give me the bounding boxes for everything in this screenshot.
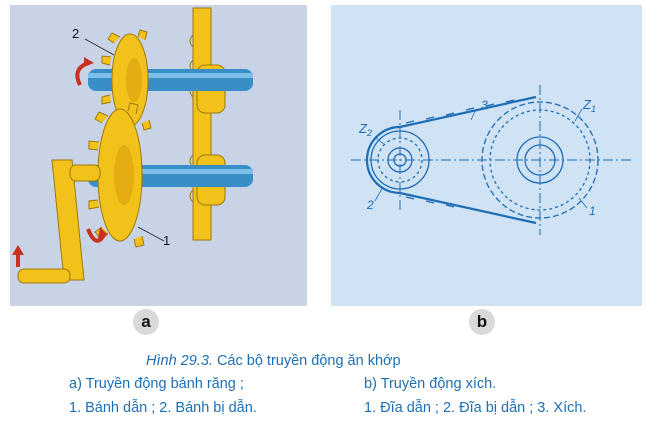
label-driven-gear: 2: [72, 26, 79, 41]
label-chain: 3: [481, 98, 488, 112]
driven-gear-illustration: [101, 29, 152, 131]
chain-drive-drawing: 3 Z1 Z2 2 1: [351, 85, 633, 235]
rotation-arrowheads: [12, 57, 108, 255]
crank-handle: [17, 159, 101, 284]
figure-number: Hình 29.3.: [146, 353, 213, 369]
driven-sprocket: [370, 130, 430, 190]
figure-b-badge: b: [469, 309, 495, 335]
driving-gear-illustration: [88, 102, 145, 248]
gear-drive-drawing: 2 1: [12, 7, 253, 284]
label-driving-sprocket: 1: [589, 204, 596, 218]
caption-a-title: a) Truyền động bánh răng ;: [69, 376, 244, 392]
chain-links: [405, 99, 515, 208]
caption-b-title: b) Truyền động xích.: [364, 376, 497, 392]
chain-drive-illustration: 3 Z1 Z2 2 1: [331, 5, 642, 306]
driving-sprocket: [481, 101, 599, 219]
caption-a-items: 1. Bánh dẫn ; 2. Bánh bị dẫn.: [69, 400, 257, 416]
figure-caption-title: Hình 29.3. Các bộ truyền động ăn khớp: [146, 353, 401, 369]
frame-plate: [189, 7, 226, 241]
label-driving-gear: 1: [163, 233, 170, 248]
label-z1: Z1: [582, 97, 596, 114]
figure-a-badge: a: [133, 309, 159, 335]
chain: [365, 95, 537, 225]
caption-b-items: 1. Đĩa dẫn ; 2. Đĩa bị dẫn ; 3. Xích.: [364, 400, 587, 416]
leader-lines: [374, 108, 588, 209]
gear-drive-illustration: 2 1: [10, 5, 307, 306]
label-z2: Z2: [358, 121, 372, 138]
figure-title: Các bộ truyền động ăn khớp: [212, 353, 401, 369]
label-driven-sprocket: 2: [366, 198, 374, 212]
